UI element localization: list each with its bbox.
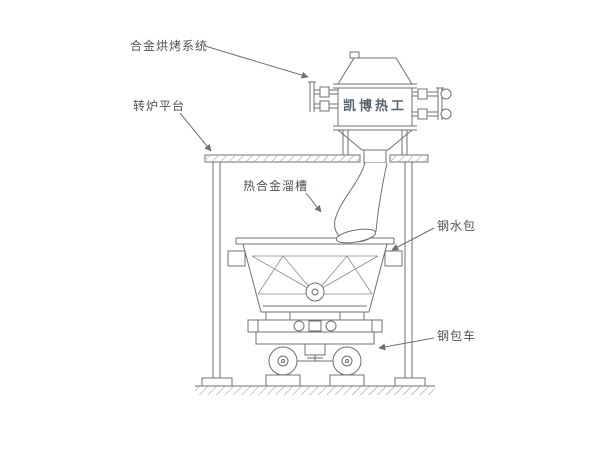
label-converter-platform: 转炉平台 (133, 98, 185, 113)
hot-alloy-chute (334, 162, 388, 244)
label-ladle-car: 钢包车 (437, 328, 476, 343)
car-mechanism-box (308, 320, 322, 332)
valve-icon (319, 100, 330, 112)
discharge-funnel (336, 129, 414, 151)
pit-structure (201, 162, 426, 387)
label-hot-alloy-chute: 热合金溜槽 (243, 178, 308, 193)
base-plate-left (201, 377, 233, 387)
furnace-body (337, 87, 413, 127)
vent-stub (349, 51, 360, 59)
alloy-baking-unit: 凯博热工 (308, 51, 452, 164)
truss-hub-center (311, 288, 319, 296)
coupling-box (304, 343, 326, 356)
support-legs (338, 130, 412, 156)
trunnion-right (384, 250, 403, 267)
label-alloy-baking-system: 合金烘烤系统 (130, 38, 208, 53)
funnel-neck (363, 149, 387, 164)
roof-hopper (337, 57, 413, 85)
leader-converter-platform (179, 112, 212, 152)
pipe-flange-icon (440, 108, 452, 120)
annotations: 合金烘烤系统 转炉平台 热合金溜槽 钢水包 钢包车 (130, 38, 476, 351)
valve-icon (319, 86, 330, 98)
rail-block-left (265, 374, 301, 387)
chute-opening (335, 228, 377, 244)
leader-alloy-baking-system (204, 45, 309, 79)
car-frame (255, 331, 375, 345)
leader-ladle-car (378, 337, 435, 351)
steel-ladle (227, 237, 403, 313)
saddle-left (265, 311, 291, 321)
saddle-right (339, 311, 365, 321)
ground-line (195, 385, 435, 395)
piping-right (412, 87, 452, 120)
base-plate-right (394, 377, 426, 387)
piping-left (308, 81, 338, 112)
leader-steel-ladle (391, 227, 435, 251)
trunnion-left (227, 250, 246, 267)
ladle-truss (251, 255, 379, 302)
mechanism-wheel-icon (325, 320, 337, 332)
mechanism-wheel-icon (293, 320, 305, 332)
rail-block-right (329, 374, 365, 387)
pipe-flange-icon (440, 88, 452, 100)
valve-icon (417, 88, 428, 100)
label-steel-ladle: 钢水包 (437, 219, 476, 233)
valve-icon (417, 108, 428, 120)
equipment-brand-text: 凯博热工 (343, 98, 407, 113)
leader-hot-alloy-chute (305, 192, 322, 213)
ladle-car (247, 311, 383, 387)
converter-platform (204, 154, 429, 163)
